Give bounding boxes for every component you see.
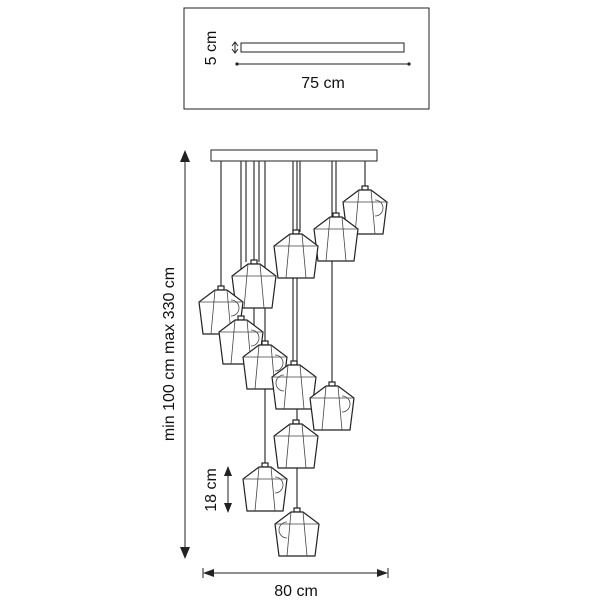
top-view-canopy (240, 42, 405, 53)
top-view: 5 cm 75 cm (183, 7, 430, 110)
overall-width-dimension (202, 568, 389, 578)
pendant-cords (220, 161, 366, 510)
top-view-width-label: 75 cm (301, 75, 345, 92)
overall-height-dimension (180, 150, 190, 559)
pendant-shade (274, 507, 320, 557)
pendant-shade (231, 259, 277, 309)
overall-width-label: 80 cm (274, 583, 318, 600)
pendant-shade (313, 212, 359, 262)
pendant-shade (273, 419, 319, 469)
pendant-shade (309, 381, 355, 431)
top-view-height-dimension (231, 41, 239, 54)
overall-height-label: min 100 cm max 330 cm (161, 267, 178, 441)
top-view-width-dimension (235, 62, 411, 66)
top-view-frame (183, 7, 430, 110)
front-view: min 100 cm max 330 cm 18 cm (161, 149, 389, 600)
top-view-height-label: 5 cm (203, 31, 220, 66)
pendant-shade (271, 360, 317, 410)
shade-height-label: 18 cm (203, 468, 220, 512)
canopy (210, 149, 378, 162)
pendant-shade (273, 229, 319, 279)
pendant-shade (242, 462, 288, 512)
pendant-shades (198, 185, 388, 557)
shade-height-dimension (224, 466, 232, 513)
